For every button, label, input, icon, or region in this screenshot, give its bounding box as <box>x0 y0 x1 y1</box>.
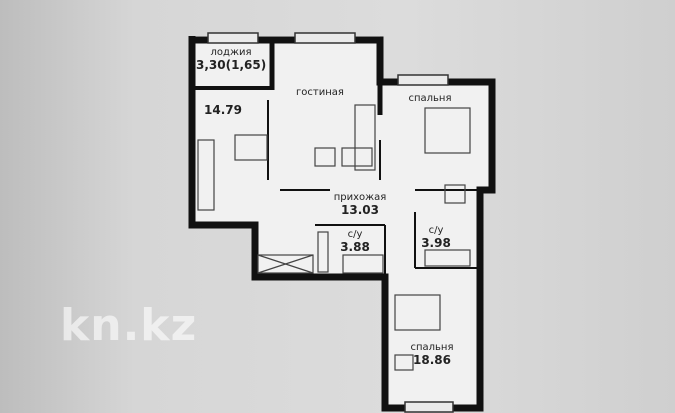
room-name: лоджия <box>210 47 252 58</box>
watermark: kn.kz <box>60 300 198 351</box>
room-area: 3.98 <box>421 235 451 250</box>
room-loggia: лоджия 3,30(1,65) <box>196 47 267 72</box>
room-name: с/у <box>347 229 363 240</box>
room-name: прихожая <box>333 192 387 203</box>
walls <box>188 36 496 412</box>
room-area: 14.79 <box>204 103 242 117</box>
room-bedroom-1: спальня <box>390 93 470 105</box>
room-area: 3,30(1,65) <box>196 57 267 72</box>
room-name: спальня <box>410 342 454 353</box>
room-name: спальня <box>408 93 452 104</box>
room-area: 18.86 <box>413 352 451 367</box>
room-bedroom-2: спальня 18.86 <box>402 342 462 367</box>
room-hallway: прихожая 13.03 <box>320 192 400 217</box>
room-area: 13.03 <box>341 202 379 217</box>
room-area: 3.88 <box>340 239 370 254</box>
floor-area <box>190 36 492 408</box>
room-living: гостиная <box>280 87 360 99</box>
room-kitchen: 14.79 <box>198 104 248 117</box>
furniture <box>197 104 471 371</box>
windows <box>207 32 454 413</box>
room-bathroom-1: с/у 3.88 <box>335 229 375 254</box>
room-name: гостиная <box>296 87 344 98</box>
room-name: с/у <box>428 225 444 236</box>
room-bathroom-2: с/у 3.98 <box>416 225 456 250</box>
